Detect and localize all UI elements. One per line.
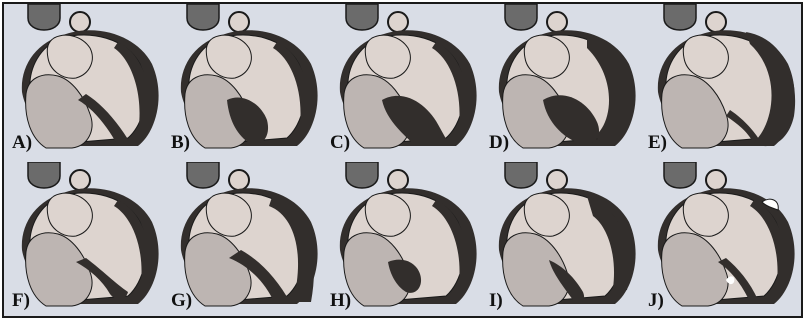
heart-panel: C) — [324, 4, 482, 156]
heart-panel: H) — [324, 162, 482, 314]
heart-panel: F) — [6, 162, 164, 314]
aorta-stub — [505, 4, 537, 30]
pulmonary-artery-circle — [547, 170, 567, 190]
pulmonary-artery-circle — [229, 12, 249, 32]
heart-panel: E) — [642, 4, 800, 156]
panel-label: G) — [171, 291, 192, 310]
aorta-stub — [664, 4, 696, 30]
pulmonary-artery-circle — [229, 170, 249, 190]
aorta-stub — [187, 4, 219, 30]
aorta-stub — [505, 162, 537, 188]
panel-label: B) — [171, 133, 190, 152]
heart-panel: J) — [642, 162, 800, 314]
aorta-stub — [28, 4, 60, 30]
panel-label: E) — [648, 133, 667, 152]
heart-panel: D) — [483, 4, 641, 156]
panel-label: H) — [330, 291, 351, 310]
aorta-stub — [28, 162, 60, 188]
heart-panel: B) — [165, 4, 323, 156]
panel-label: I) — [489, 291, 503, 310]
aorta-stub — [664, 162, 696, 188]
heart-illustration — [483, 162, 641, 314]
pulmonary-artery-circle — [706, 12, 726, 32]
pulmonary-artery-circle — [70, 12, 90, 32]
aorta-stub — [187, 162, 219, 188]
panel-label: J) — [648, 291, 664, 310]
pulmonary-artery-circle — [388, 12, 408, 32]
heart-illustration — [642, 162, 800, 314]
aorta-stub — [346, 162, 378, 188]
pulmonary-artery-circle — [706, 170, 726, 190]
pulmonary-artery-circle — [70, 170, 90, 190]
panel-label: A) — [12, 133, 32, 152]
panel-label: C) — [330, 133, 350, 152]
pulmonary-artery-circle — [547, 12, 567, 32]
panel-label: F) — [12, 291, 30, 310]
pulmonary-artery-circle — [388, 170, 408, 190]
panel-label: D) — [489, 133, 509, 152]
heart-panel: A) — [6, 4, 164, 156]
heart-panel: G) — [165, 162, 323, 314]
aorta-stub — [346, 4, 378, 30]
heart-panel: I) — [483, 162, 641, 314]
